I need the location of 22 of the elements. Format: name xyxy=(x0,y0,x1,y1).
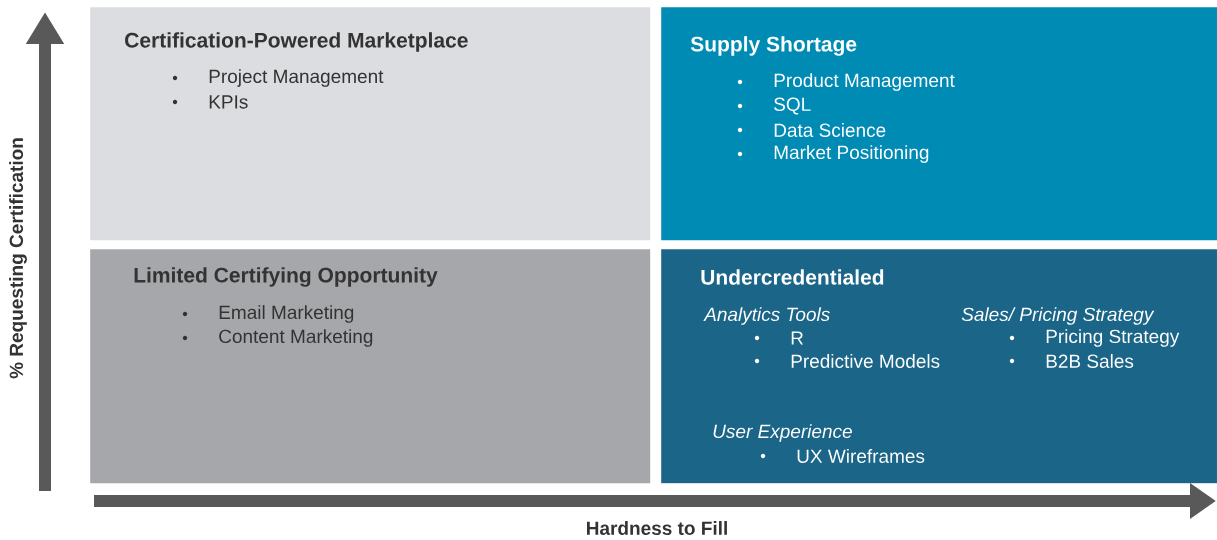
group-subheading: Analytics Tools xyxy=(703,307,830,325)
bullet-item: UX Wireframes xyxy=(760,449,925,463)
bullet-item: Email Marketing xyxy=(182,305,354,323)
bullet-item: B2B Sales xyxy=(1009,354,1134,368)
axis-label: % Requesting Certification xyxy=(9,138,27,379)
bullet-item: Data Science xyxy=(737,123,886,137)
bullet-item: KPIs xyxy=(172,95,248,109)
bullet-item: Predictive Models xyxy=(754,354,940,368)
quadrant-heading: Supply Shortage xyxy=(690,36,857,56)
bullet-item: Market Positioning xyxy=(737,145,929,163)
quadrant-heading: Undercredentialed xyxy=(701,269,884,285)
quadrant-heading: Limited Certifying Opportunity xyxy=(134,267,438,287)
bullet-item: Pricing Strategy xyxy=(1009,329,1180,347)
bullet-item: R xyxy=(754,331,804,345)
quadrant-heading: Certification-Powered Marketplace xyxy=(125,32,468,52)
group-subheading: Sales/ Pricing Strategy xyxy=(961,307,1155,325)
bullet-item: Product Management xyxy=(737,73,955,91)
bullet-item: Project Management xyxy=(172,69,384,87)
bullet-item: SQL xyxy=(737,97,811,115)
bullet-item: Content Marketing xyxy=(182,329,373,347)
axis-label: Hardness to Fill xyxy=(587,521,727,535)
group-subheading: User Experience xyxy=(713,424,852,442)
